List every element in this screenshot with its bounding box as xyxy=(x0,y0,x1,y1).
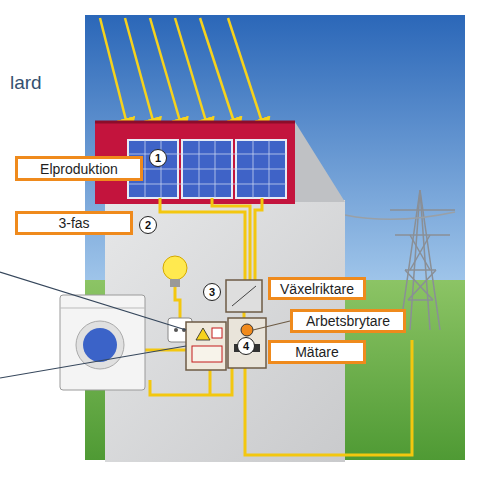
label-box: Elproduktion xyxy=(15,156,143,181)
sun-rays xyxy=(100,18,264,128)
callout-number: 2 xyxy=(139,216,157,234)
label-box: Arbetsbrytare xyxy=(290,309,406,333)
box-text: 3-fas xyxy=(58,215,89,231)
box-text: Mätare xyxy=(295,344,339,360)
label-box: Mätare xyxy=(268,340,366,364)
roof-ridge xyxy=(95,121,295,124)
gable-wall xyxy=(295,122,345,202)
cut-heading: lard xyxy=(10,72,42,94)
callout-number: 4 xyxy=(237,337,255,355)
label-box: 3-fas xyxy=(15,211,133,235)
inverter xyxy=(226,280,262,312)
label-box: Växelriktare xyxy=(268,277,366,300)
leader-lines xyxy=(0,272,186,378)
wires xyxy=(145,198,412,455)
box-text: Elproduktion xyxy=(40,161,118,177)
light-bulb xyxy=(163,256,187,287)
callout-number: 3 xyxy=(203,283,221,301)
callout-leaders xyxy=(253,321,290,330)
washing-machine xyxy=(60,295,145,390)
meter xyxy=(228,318,266,368)
box-text: Växelriktare xyxy=(280,281,354,297)
solar-panels xyxy=(128,140,286,198)
box-text: Arbetsbrytare xyxy=(306,313,390,329)
fuse-box xyxy=(186,322,226,370)
callout-number: 1 xyxy=(149,149,167,167)
